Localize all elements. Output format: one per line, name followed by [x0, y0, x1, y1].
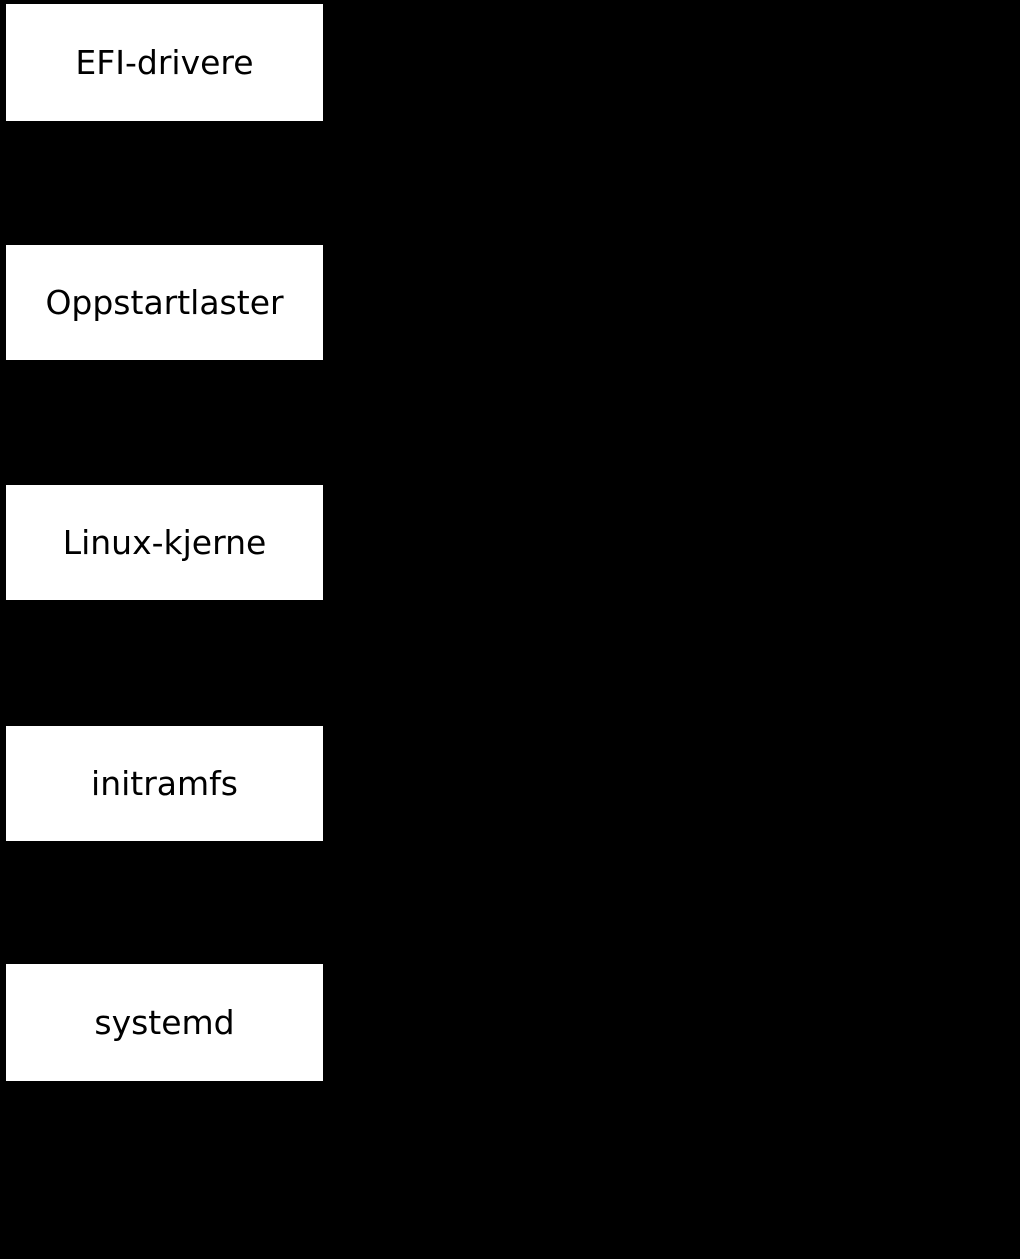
node-linux-kjerne: Linux-kjerne: [6, 485, 323, 600]
node-systemd-label: systemd: [94, 1003, 235, 1042]
node-systemd: systemd: [6, 964, 323, 1081]
node-efi-drivere: EFI-drivere: [6, 4, 323, 121]
node-efi-drivere-label: EFI-drivere: [75, 43, 254, 82]
node-oppstartlaster: Oppstartlaster: [6, 245, 323, 360]
node-linux-kjerne-label: Linux-kjerne: [62, 523, 267, 562]
node-initramfs: initramfs: [6, 726, 323, 841]
node-oppstartlaster-label: Oppstartlaster: [45, 283, 284, 322]
node-initramfs-label: initramfs: [91, 764, 238, 803]
